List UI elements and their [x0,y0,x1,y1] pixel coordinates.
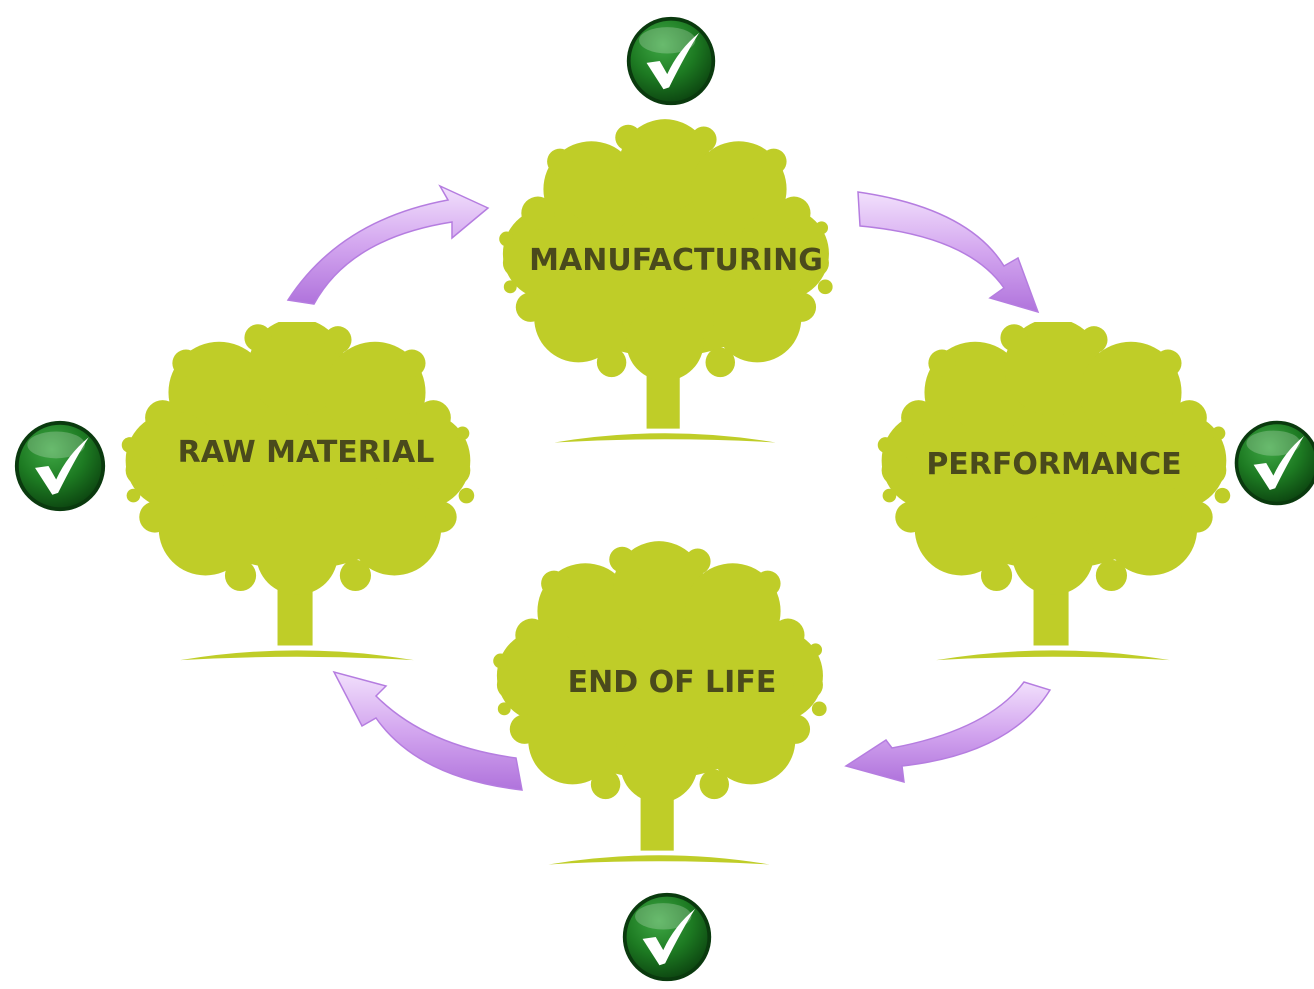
tree-icon [877,322,1231,661]
stage-label-raw-material: RAW MATERIAL [178,435,435,470]
tree-icon [493,541,827,865]
arrow-raw-to-manufacturing [286,184,490,305]
flow-arrows [286,184,1052,791]
checkmark-icon [622,892,712,982]
stage-label-end-of-life: END OF LIFE [568,665,777,700]
arrow-performance-to-eol [844,681,1052,784]
checkmark-icon [14,420,106,512]
stage-label-performance: PERFORMANCE [926,447,1181,482]
checkmark-icon [626,16,716,106]
checkmark-icon [1234,420,1314,506]
tree-icon [499,119,833,443]
stage-label-manufacturing: MANUFACTURING [529,243,823,278]
tree-icon [121,322,475,661]
arrow-eol-to-raw [332,670,523,791]
arrow-manufacturing-to-performance [857,191,1040,314]
